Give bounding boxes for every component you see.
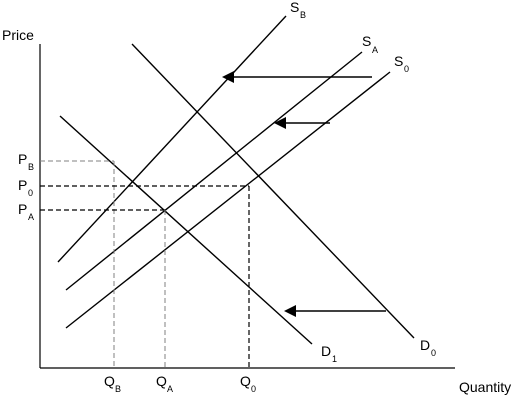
- svg-text:B: B: [300, 10, 306, 20]
- quantity-tick-qa: Q A: [156, 373, 173, 394]
- svg-text:B: B: [28, 162, 34, 172]
- svg-text:S: S: [362, 33, 371, 49]
- svg-text:0: 0: [404, 64, 409, 74]
- svg-text:S: S: [290, 0, 299, 15]
- svg-text:Q: Q: [240, 373, 251, 389]
- svg-text:0: 0: [28, 188, 33, 198]
- label-sb: S B: [290, 0, 306, 20]
- arrow-supply-shift-upper: [222, 71, 372, 83]
- svg-text:S: S: [394, 53, 403, 69]
- svg-text:P: P: [18, 201, 27, 217]
- svg-text:A: A: [167, 384, 173, 394]
- price-tick-pb: P B: [18, 151, 34, 172]
- price-tick-pa: P A: [18, 201, 34, 222]
- svg-text:A: A: [28, 212, 34, 222]
- supply-curve-sa: [65, 51, 363, 291]
- quantity-axis-label: Quantity: [459, 379, 511, 395]
- svg-text:1: 1: [332, 354, 337, 364]
- arrow-demand-shift: [284, 305, 386, 317]
- supply-curve-s0: [65, 71, 391, 329]
- quantity-tick-q0: Q 0: [240, 373, 256, 394]
- svg-text:A: A: [372, 45, 378, 55]
- price-tick-p0: P 0: [18, 177, 33, 198]
- label-sa: S A: [362, 33, 378, 55]
- demand-curve-d0: [131, 43, 415, 339]
- svg-text:P: P: [18, 151, 27, 167]
- svg-text:B: B: [115, 384, 121, 394]
- arrow-supply-shift-lower: [274, 117, 330, 129]
- svg-text:0: 0: [251, 384, 256, 394]
- supply-curve-sb: [57, 15, 287, 263]
- svg-text:P: P: [18, 177, 27, 193]
- svg-text:0: 0: [431, 348, 436, 358]
- svg-text:Q: Q: [156, 373, 167, 389]
- demand-curve-d1: [59, 115, 313, 345]
- label-d1: D 1: [321, 343, 337, 364]
- svg-text:D: D: [420, 337, 430, 353]
- svg-text:D: D: [321, 343, 331, 359]
- quantity-tick-qb: Q B: [104, 373, 121, 394]
- price-axis-label: Price: [2, 27, 34, 43]
- svg-text:Q: Q: [104, 373, 115, 389]
- label-s0: S 0: [394, 53, 409, 74]
- label-d0: D 0: [420, 337, 436, 358]
